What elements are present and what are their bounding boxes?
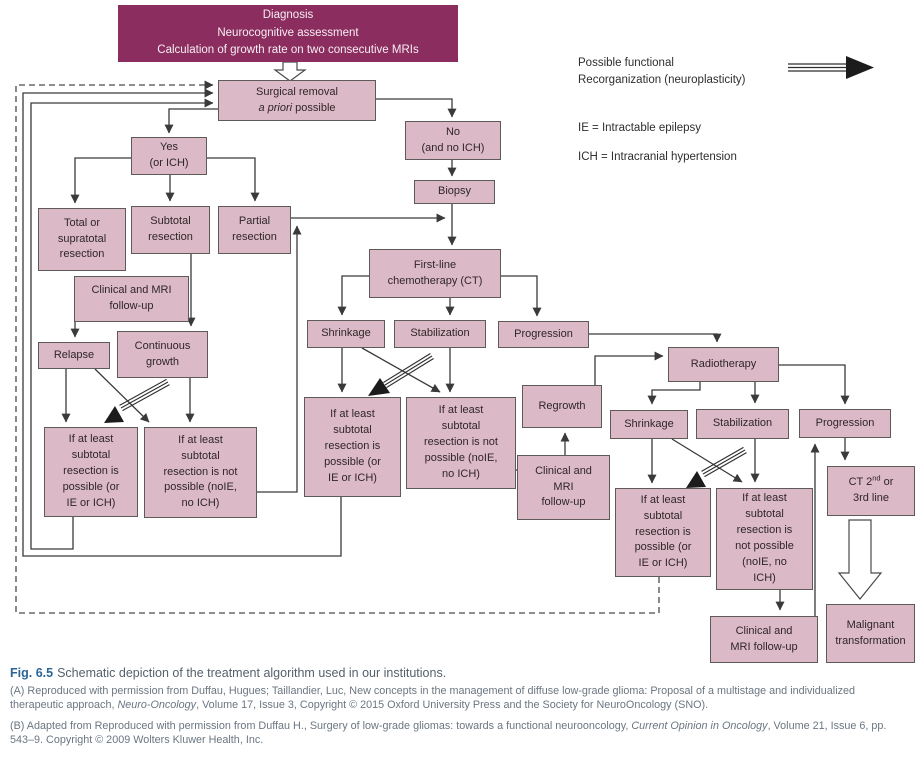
- node-no-and-no-ich: No (and no ICH): [405, 121, 501, 160]
- node-shrinkage-2: Shrinkage: [610, 410, 688, 439]
- node-progression-2: Progression: [799, 409, 891, 438]
- legend-ie-definition: IE = Intractable epilepsy: [578, 122, 702, 134]
- node-malignant-transformation: Malignant transformation: [826, 604, 915, 663]
- legend-ich-definition: ICH = Intracranial hypertension: [578, 151, 737, 163]
- legend-neuroplasticity-text: Possible functional Recorganization (neu…: [578, 57, 746, 86]
- node-if-resection-not-possible-2: If at least subtotal resection is not po…: [406, 397, 516, 489]
- figure-number: Fig. 6.5: [10, 666, 54, 680]
- neuroplasticity-arrow-2: [368, 353, 434, 396]
- node-partial-resection: Partial resection: [218, 206, 291, 254]
- node-stabilization-1: Stabilization: [394, 320, 486, 348]
- node-if-resection-possible-3: If at least subtotal resection is possib…: [615, 488, 711, 577]
- node-clinical-mri-followup-3: Clinical and MRI follow-up: [710, 616, 818, 663]
- node-continuous-growth: Continuous growth: [117, 331, 208, 378]
- caption-credit-b: (B) Adapted from Reproduced with permiss…: [10, 719, 887, 746]
- node-radiotherapy: Radiotherapy: [668, 347, 779, 382]
- hollow-arrow-ct2-to-malignant: [837, 519, 883, 600]
- node-shrinkage-1: Shrinkage: [307, 320, 385, 348]
- node-if-resection-not-possible-3: If at least subtotal resection is not po…: [716, 488, 813, 590]
- node-clinical-mri-followup-2: Clinical and MRI follow-up: [517, 455, 610, 520]
- caption-credit-a: (A) Reproduced with permission from Duff…: [10, 685, 856, 712]
- node-biopsy: Biopsy: [414, 180, 495, 204]
- node-regrowth: Regrowth: [522, 385, 602, 428]
- node-stabilization-2: Stabilization: [696, 409, 789, 439]
- node-first-line-chemotherapy: First-line chemotherapy (CT): [369, 249, 501, 298]
- hollow-arrow-diagnosis-to-surgical: [273, 61, 307, 82]
- node-diagnosis: Diagnosis Neurocognitive assessment Calc…: [118, 5, 458, 62]
- node-progression-1: Progression: [498, 321, 589, 348]
- node-if-resection-possible-1: If at least subtotal resection is possib…: [44, 427, 138, 517]
- node-clinical-mri-followup-1: Clinical and MRI follow-up: [74, 276, 189, 322]
- node-if-resection-possible-2: If at least subtotal resection is possib…: [304, 397, 401, 497]
- legend-neuroplasticity-arrow-icon: [788, 56, 874, 79]
- node-total-supratotal-resection: Total or supratotal resection: [38, 208, 126, 271]
- node-subtotal-resection: Subtotal resection: [131, 206, 210, 254]
- node-relapse: Relapse: [38, 342, 110, 369]
- neuroplasticity-arrow-3: [686, 446, 747, 488]
- neuroplasticity-arrow-1: [104, 378, 170, 423]
- node-yes-or-ich: Yes (or ICH): [131, 137, 207, 175]
- node-if-resection-not-possible-1: If at least subtotal resection is not po…: [144, 427, 257, 518]
- dashed-feedback-loop: [15, 80, 660, 614]
